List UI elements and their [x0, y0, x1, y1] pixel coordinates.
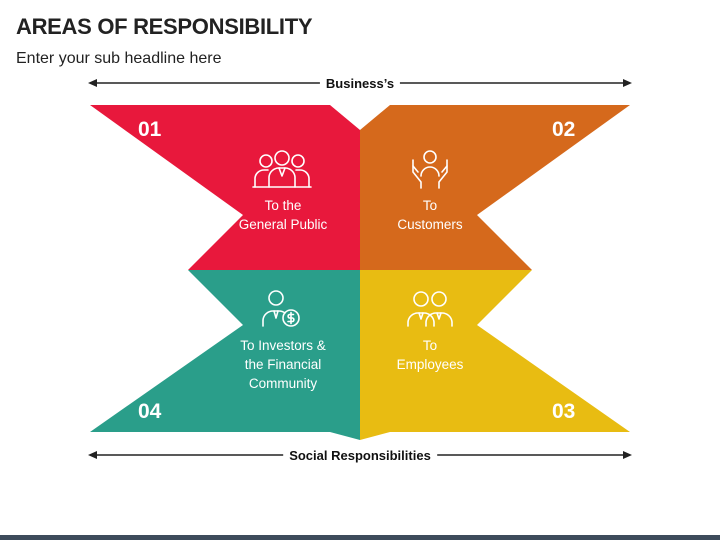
group-of-people-icon	[252, 150, 312, 188]
quadrant-02-label-line: Customers	[397, 217, 463, 232]
top-axis-label: Business’s	[319, 76, 401, 91]
quadrant-01-label: To the General Public	[218, 196, 348, 234]
investor-dollar-icon	[262, 290, 300, 327]
quadrant-01-label-line: To the	[264, 198, 302, 213]
quadrant-03-shape	[360, 270, 630, 440]
quadrant-04-shape	[90, 270, 360, 440]
quadrant-03-number: 03	[552, 400, 575, 423]
quadrant-02-shape	[360, 105, 630, 270]
quadrant-04-label-line: To Investors &	[240, 338, 326, 353]
quadrant-04-number: 04	[138, 400, 162, 423]
footer-bar	[0, 535, 720, 540]
quadrant-04-label: To Investors & the Financial Community	[218, 336, 348, 393]
page-subtitle: Enter your sub headline here	[16, 50, 222, 67]
quadrant-01-shape	[90, 105, 360, 270]
quadrant-02-label-line: To	[422, 198, 438, 213]
quadrant-04-label-line: the Financial	[244, 357, 322, 372]
quadrant-02-number: 02	[552, 118, 575, 141]
quadrant-03-label: To Employees	[365, 336, 495, 374]
quadrant-02-label: To Customers	[365, 196, 495, 234]
quadrant-03-label-line: Employees	[396, 357, 464, 372]
bottom-axis-label: Social Responsibilities	[283, 448, 437, 463]
quadrant-03-label-line: To	[422, 338, 438, 353]
two-employees-icon	[407, 291, 453, 327]
hands-holding-person-icon	[412, 150, 448, 189]
quadrant-04-label-line: Community	[248, 376, 318, 391]
page-title: AREAS OF RESPONSIBILITY	[16, 14, 313, 39]
quadrant-01-number: 01	[138, 118, 162, 141]
quadrant-01-label-line: General Public	[238, 217, 328, 232]
